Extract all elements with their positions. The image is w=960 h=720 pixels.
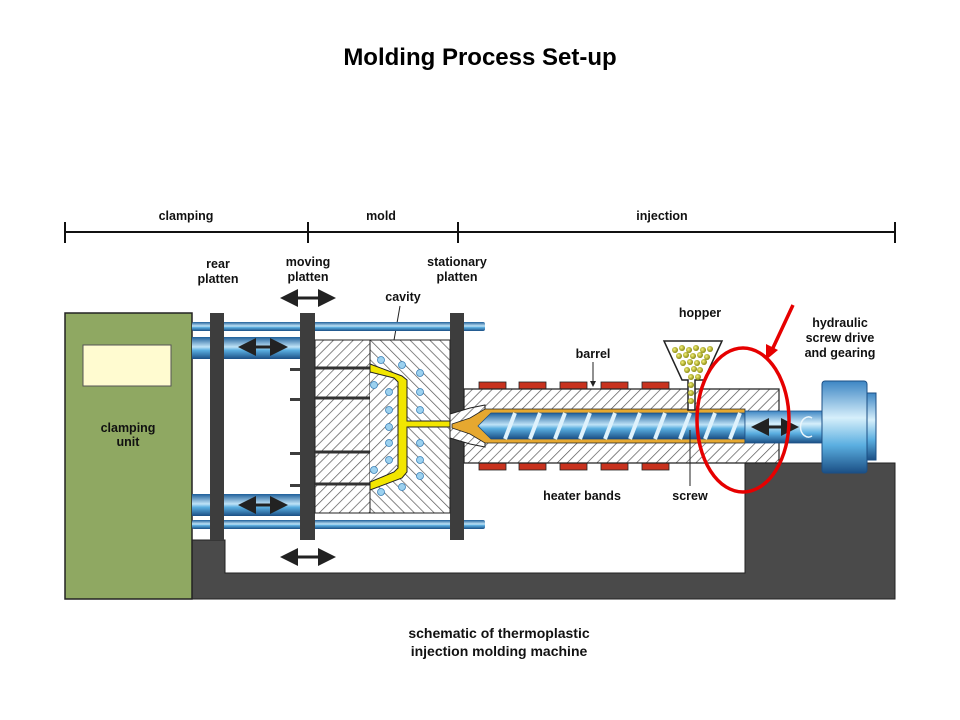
label-hopper: hopper: [679, 306, 721, 320]
label-hydraulic-2: screw drive: [806, 331, 875, 345]
highlight-arrow-icon: [766, 344, 778, 360]
rear-platten: [210, 313, 224, 540]
section-dimension-line: [64, 222, 896, 243]
label-stationary-platten-1: stationary: [427, 255, 487, 269]
label-hydraulic-3: and gearing: [805, 346, 876, 360]
label-cavity: cavity: [385, 290, 420, 304]
machine-base: [189, 462, 896, 600]
label-moving-platten-2: platten: [288, 270, 329, 284]
section-label-clamping: clamping: [159, 209, 214, 223]
label-rear-platten-2: platten: [198, 272, 239, 286]
heater-bands-bottom: [478, 462, 670, 471]
moving-platten: [300, 313, 315, 540]
label-hydraulic-1: hydraulic: [812, 316, 868, 330]
highlight-circle: [695, 346, 791, 494]
rotation-icon: [799, 416, 813, 438]
screw-flights: [503, 412, 742, 440]
hydraulic-drive: [821, 380, 868, 474]
label-moving-platten-1: moving: [286, 255, 330, 269]
molded-part-cavity: [369, 363, 451, 491]
caption-line-2: injection molding machine: [411, 643, 588, 659]
label-clamping-unit-2: unit: [117, 435, 141, 449]
label-stationary-platten-2: platten: [437, 270, 478, 284]
clamping-unit-panel: [82, 344, 172, 387]
plastic-pellets: [672, 345, 713, 404]
label-barrel: barrel: [576, 347, 611, 361]
highlight-arrow-shaft: [770, 304, 795, 351]
drive-end-cap: [866, 392, 877, 461]
label-clamping-unit-1: clamping: [101, 421, 156, 435]
cooling-channels: [370, 356, 424, 496]
section-label-mold: mold: [366, 209, 396, 223]
slide-title: Molding Process Set-up: [343, 44, 617, 71]
label-screw: screw: [672, 489, 708, 503]
section-label-injection: injection: [636, 209, 687, 223]
ejector-pins: [290, 368, 302, 487]
heater-bands-top: [478, 381, 670, 390]
label-heater-bands: heater bands: [543, 489, 621, 503]
label-rear-platten-1: rear: [206, 257, 230, 271]
caption-line-1: schematic of thermoplastic: [408, 625, 589, 641]
mold-core: [370, 368, 398, 484]
